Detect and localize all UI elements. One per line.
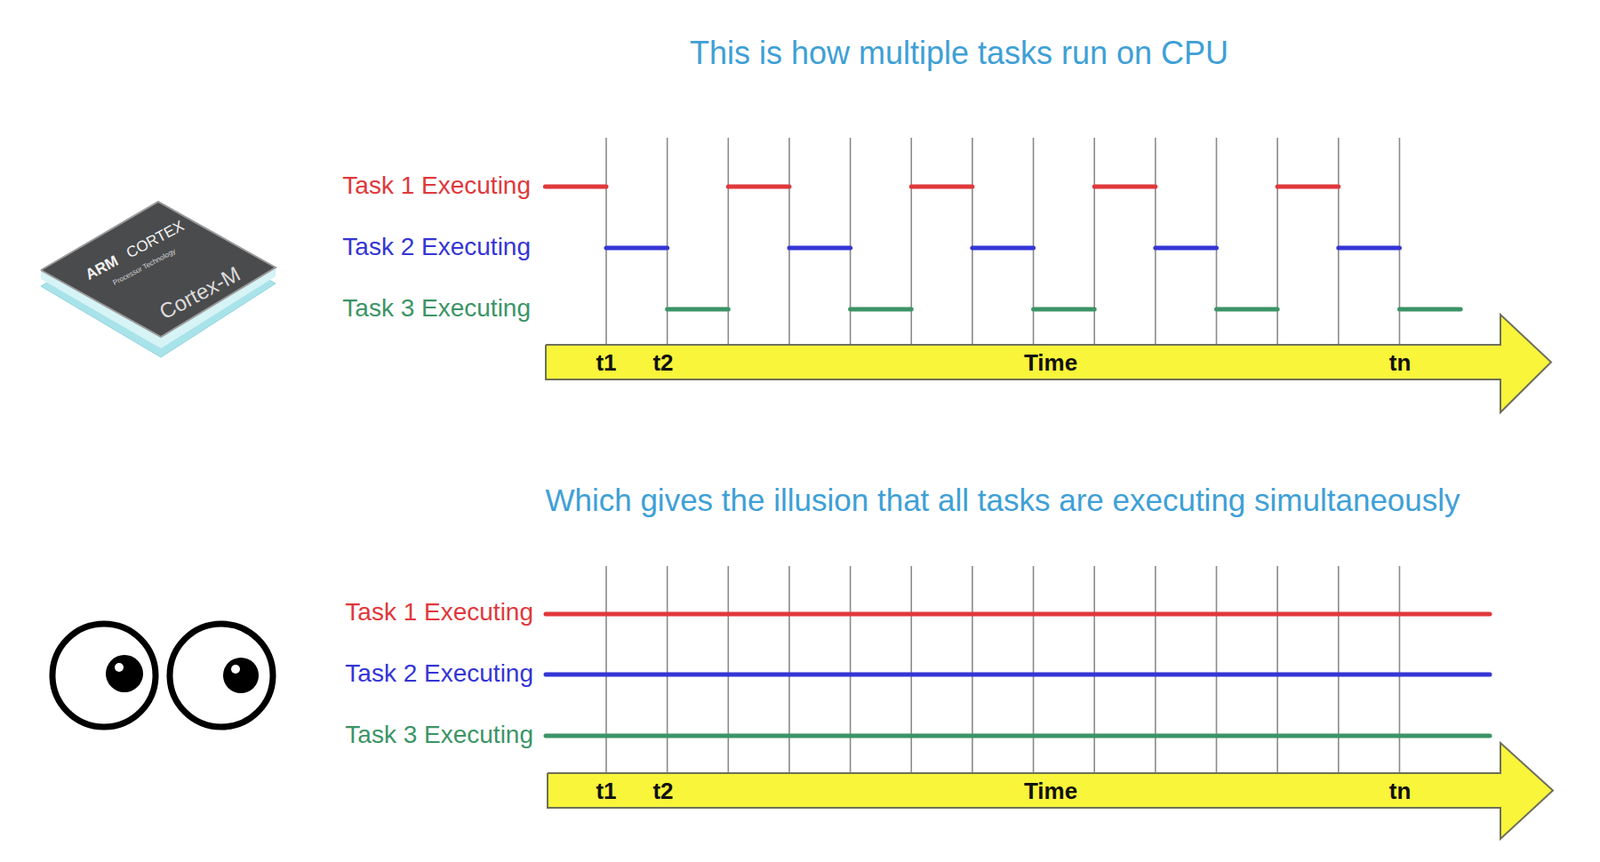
subheading: Which gives the illusion that all tasks … — [544, 483, 1460, 519]
time-marker: t2 — [652, 350, 673, 376]
execution-segment — [667, 307, 729, 312]
time-marker-slot: t2 — [652, 778, 673, 805]
task-label-slot: Task 2 Executing — [344, 660, 534, 688]
pupil — [223, 657, 259, 694]
execution-segment — [789, 246, 851, 251]
time-marker-slot: t2 — [652, 350, 673, 376]
execution-segment — [606, 246, 668, 251]
time-gridline — [788, 566, 791, 774]
subheading-slot: Which gives the illusion that all tasks … — [544, 483, 1460, 519]
task-label-slot: Task 1 Executing — [344, 599, 534, 627]
pupil — [105, 655, 144, 693]
time-gridline — [727, 566, 729, 774]
execution-segment — [545, 612, 1490, 617]
axis-label: Time — [1024, 778, 1078, 805]
time-gridline — [1216, 566, 1218, 774]
time-marker: tn — [1389, 778, 1412, 805]
time-gridline — [1216, 137, 1218, 345]
task-label-slot: Task 3 Executing — [342, 295, 531, 323]
execution-segment — [1338, 246, 1400, 251]
time-marker-slot: t1 — [595, 350, 616, 376]
time-marker: t1 — [595, 350, 616, 376]
axis-label-slot: Time — [1024, 350, 1078, 376]
eye — [52, 624, 156, 728]
time-gridline — [666, 137, 669, 345]
execution-segment — [545, 672, 1490, 678]
axis-label-slot: Time — [1024, 778, 1078, 805]
execution-segment — [1277, 184, 1339, 190]
time-gridline — [910, 137, 912, 345]
execution-segment — [544, 184, 607, 190]
pupil-highlight — [114, 663, 124, 672]
time-gridline — [1154, 137, 1157, 345]
time-gridline — [1154, 566, 1157, 774]
eye-white — [52, 624, 156, 728]
time-gridline — [1399, 566, 1401, 774]
time-gridline — [605, 566, 608, 774]
task-label: Task 1 Executing — [344, 599, 534, 627]
time-gridline — [1032, 137, 1035, 345]
task-label: Task 2 Executing — [344, 660, 534, 688]
timing-chart — [544, 137, 1552, 413]
time-gridline — [727, 137, 729, 345]
time-marker: t2 — [652, 778, 673, 805]
time-marker-slot: tn — [1389, 350, 1412, 376]
time-marker: tn — [1389, 350, 1412, 376]
time-gridline — [910, 566, 912, 774]
time-gridline — [788, 137, 791, 345]
execution-segment — [728, 184, 790, 190]
time-gridline — [1399, 137, 1401, 345]
execution-segment — [1094, 184, 1156, 190]
time-gridline — [605, 137, 608, 345]
title: This is how multiple tasks run on CPU — [689, 35, 1229, 72]
eye — [169, 624, 273, 728]
time-marker-slot: tn — [1389, 778, 1412, 805]
time-gridline — [849, 137, 852, 345]
task-label-slot: Task 2 Executing — [342, 233, 531, 262]
execution-segment — [1216, 307, 1279, 312]
execution-segment — [1155, 246, 1217, 251]
execution-segment — [911, 184, 973, 190]
task-label: Task 2 Executing — [342, 233, 531, 262]
execution-segment — [972, 246, 1034, 251]
task-label: Task 1 Executing — [342, 172, 531, 200]
time-gridline — [1032, 566, 1035, 774]
time-gridline — [1276, 137, 1279, 345]
task-label-slot: Task 3 Executing — [344, 721, 534, 750]
task-label: Task 3 Executing — [344, 721, 534, 750]
time-marker: t1 — [595, 778, 616, 805]
timing-chart — [545, 566, 1553, 840]
execution-segment — [1033, 307, 1096, 312]
title-slot: This is how multiple tasks run on CPU — [689, 35, 1229, 72]
task-label-slot: Task 1 Executing — [342, 172, 531, 200]
time-gridline — [1093, 566, 1096, 774]
time-gridline — [1337, 566, 1340, 774]
time-marker-slot: t1 — [595, 778, 616, 805]
pupil-highlight — [231, 664, 240, 674]
axis-label: Time — [1024, 350, 1078, 376]
time-gridline — [1276, 566, 1279, 774]
eye-white — [169, 624, 273, 728]
eyes-illustration — [52, 624, 273, 728]
task-label: Task 3 Executing — [342, 295, 531, 323]
execution-segment — [1399, 307, 1461, 312]
chip-illustration — [40, 201, 276, 358]
time-gridline — [971, 566, 974, 774]
time-arrow — [547, 743, 1553, 840]
time-arrow — [545, 314, 1552, 413]
time-gridline — [971, 137, 974, 345]
time-gridline — [1093, 137, 1096, 345]
time-gridline — [666, 566, 669, 774]
chip-top — [40, 201, 276, 337]
time-gridline — [849, 566, 852, 774]
execution-segment — [545, 734, 1490, 739]
time-gridline — [1337, 137, 1340, 345]
execution-segment — [850, 307, 912, 312]
